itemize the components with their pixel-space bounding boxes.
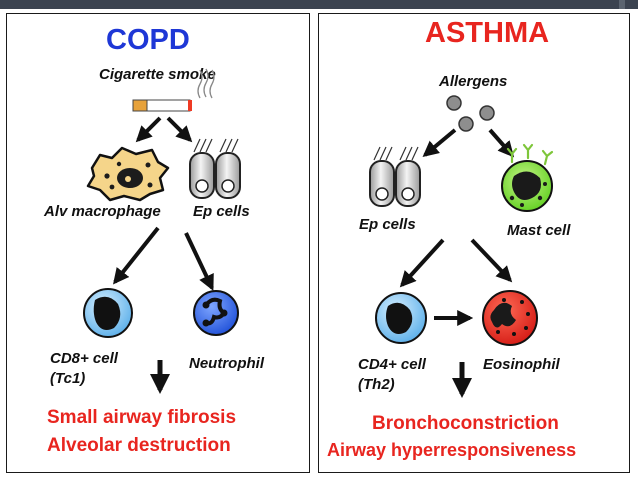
asthma-arrow-to-eosinophil (470, 238, 513, 283)
allergens-icon (446, 95, 495, 132)
asthma-outcome-1: Bronchoconstriction (372, 413, 559, 434)
top-bar (0, 0, 638, 9)
copd-ep-cells-icon (189, 138, 241, 199)
copd-outcome-2: Alveolar destruction (47, 435, 231, 456)
eosinophil-icon (482, 290, 538, 346)
asthma-arrow-to-cd4 (399, 238, 445, 288)
cigarette-icon (132, 68, 215, 112)
asthma-ep-cells-label: Ep cells (359, 216, 416, 233)
copd-neutrophil-label: Neutrophil (189, 355, 264, 372)
asthma-cd4-label: CD4+ cell (358, 356, 426, 373)
asthma-trigger-label: Allergens (439, 73, 508, 90)
copd-arrow-to-neutrophil (184, 232, 214, 291)
cd8-cell-icon (83, 288, 133, 338)
copd-trigger-label: Cigarette smoke (99, 66, 216, 83)
cd4-cell-icon (375, 292, 427, 344)
copd-macrophage-label: Alv macrophage (44, 203, 161, 220)
asthma-title: ASTHMA (425, 17, 550, 49)
top-bar-tick (619, 0, 625, 9)
asthma-outcome-2: Airway hyperresponsiveness (327, 440, 577, 460)
asthma-mast-cell-label: Mast cell (507, 222, 571, 239)
asthma-arrow-to-ep-cells (422, 128, 457, 158)
copd-outcome-1: Small airway fibrosis (47, 407, 237, 428)
macrophage-icon (86, 146, 170, 202)
copd-title: COPD (106, 24, 190, 56)
copd-arrow-to-macrophage (135, 116, 162, 143)
copd-arrow-to-cd8 (113, 226, 160, 285)
asthma-th2-label: (Th2) (358, 376, 395, 393)
copd-arrow-to-ep-cells (166, 116, 193, 143)
mast-cell-icon (501, 143, 554, 212)
copd-panel (6, 13, 310, 473)
copd-tc1-label: (Tc1) (50, 370, 86, 387)
neutrophil-icon (193, 290, 239, 336)
copd-ep-cells-label: Ep cells (193, 203, 250, 220)
copd-cd8-label: CD8+ cell (50, 350, 118, 367)
asthma-eosinophil-label: Eosinophil (483, 356, 560, 373)
asthma-ep-cells-icon (369, 146, 421, 207)
